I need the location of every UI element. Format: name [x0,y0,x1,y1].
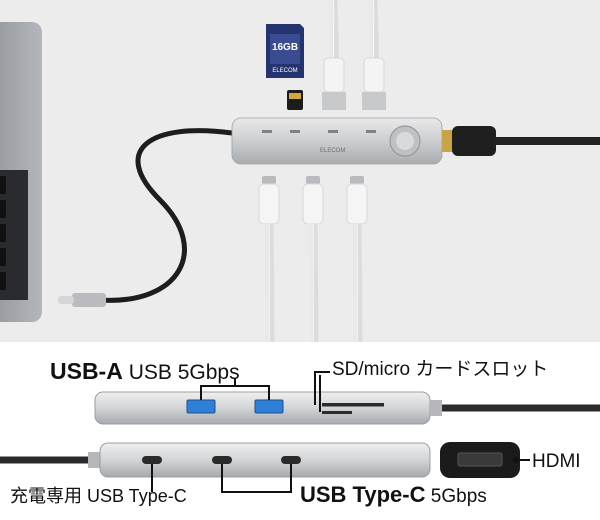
usb-a-port-1 [186,399,216,414]
usb-a-label: USB-A USB 5Gbps [50,358,240,384]
usb-c-label-strong: USB Type-C [300,482,426,507]
hub-top-view [94,371,600,425]
host-usb-c-plug [58,293,106,307]
usb-c-port-2 [281,456,301,464]
sd-card: 16GB ELECOM [266,24,304,78]
usb-a-port-2 [254,399,284,414]
hdmi-cable [442,126,600,156]
usb-c-label: USB Type-C 5Gbps [300,482,487,507]
hdmi-plug [440,442,530,478]
sd-slot-label: SD/micro カードスロット [332,359,549,380]
usb-c-cable-3 [346,176,368,342]
hub-photo: ELECOM [231,117,443,165]
laptop [0,22,42,322]
pd-usb-c-port [142,456,162,464]
microsd-slot [322,411,352,414]
pd-port-label: 充電専用 USB Type-C [10,486,187,506]
usb-c-cable-2 [302,176,324,342]
sd-card-text: 16GB [272,42,298,53]
usb-c-port-1 [212,456,232,464]
sd-card-brand: ELECOM [272,68,297,74]
sd-slot [322,403,384,407]
port-diagram-art [0,371,600,493]
microsd-card [287,90,303,110]
hub-bottom-view [0,442,431,493]
usb-a-label-rest: USB 5Gbps [128,361,240,384]
photo-scene: 16GB ELECOM ELECOM [0,0,600,342]
usb-a-cable-2 [362,0,386,110]
host-cable [97,128,235,303]
usb-c-cable-1 [258,176,280,342]
usb-a-cable-1 [322,0,346,110]
hub-brand: ELECOM [320,148,345,154]
usb-c-label-rest: 5Gbps [430,486,487,507]
hdmi-label: HDMI [532,451,581,472]
usb-a-label-strong: USB-A [50,358,123,384]
port-diagram: USB-A USB 5Gbps SD/micro カードスロット HDMI 充電… [0,342,600,520]
product-photo: 16GB ELECOM ELECOM [0,0,600,342]
